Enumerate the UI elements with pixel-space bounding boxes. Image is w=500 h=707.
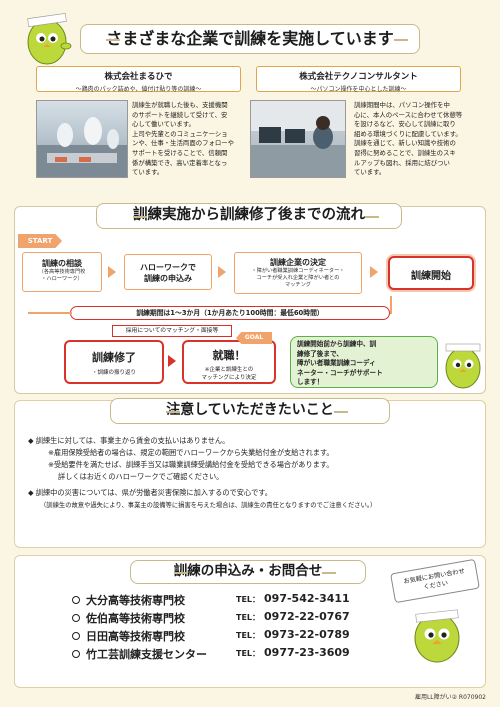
contact-tel[interactable]: TEL：0977-23-3609: [236, 646, 350, 659]
mascot-bird-icon: [445, 343, 481, 389]
company2-name: 株式会社テクノコンサルタント: [299, 72, 418, 82]
section1-title: さまざまな企業で訓練を実施しています: [80, 24, 420, 54]
step1-label: 訓練の相談: [42, 259, 82, 268]
notice-line-4: 詳しくはお近くのハローワークでご確認ください。: [58, 472, 224, 481]
section4-title: 訓練の申込み・お問合せ: [130, 560, 366, 584]
notice-line-2: ※雇用保険受給者の場合は、規定の範囲でハローワークから失業給付金が支給されます。: [48, 448, 334, 457]
contact-tel[interactable]: TEL：0972-22-0767: [236, 610, 350, 623]
circle-icon: [72, 614, 80, 622]
company1-subtitle: ～鶏肉のパック詰めや、値付け貼り等の訓練～: [75, 86, 202, 93]
flow-step-company-decision: 訓練企業の決定 ・障がい者職業訓練コーディネーター・ コーチが受入れ企業と障がい…: [234, 252, 362, 294]
circle-icon: [72, 650, 80, 658]
company2-photo: [250, 100, 346, 178]
circle-icon: [72, 596, 80, 604]
step6-sub1: ※企業と訓練生との: [204, 367, 254, 373]
step3-label: 訓練企業の決定: [270, 258, 326, 267]
company2-description: 訓練期間中は、パソコン操作を中心に、本人のペースに合わせて休憩等 を設けるなど、…: [354, 101, 463, 177]
start-label: START: [18, 234, 62, 248]
step2-label1: ハローワークで: [140, 263, 196, 272]
company1-photo: [36, 100, 128, 178]
arrow-right-icon: [168, 355, 176, 367]
section2-title: 訓練実施から訓練修了後までの流れ: [96, 203, 402, 229]
company1-name: 株式会社まるひで: [104, 72, 173, 82]
step5-sub: ・訓練の振り返り: [91, 370, 136, 376]
contact-row: 竹工芸訓練支援センター: [72, 646, 207, 662]
company1-description: 訓練生が就職した後も、支援機関のサポートを継続して受けて、安 心して働いています…: [132, 101, 235, 177]
notice-line-5: ◆ 訓練中の災害については、県が労働者災害保険に加入するので安心です。: [28, 488, 272, 497]
step6-sub2: マッチングにより決定: [201, 375, 257, 381]
matching-label: 採用についてのマッチング・面接等: [112, 325, 232, 337]
section2-title-text: 訓練実施から訓練修了後までの流れ: [133, 207, 365, 223]
step1-sub2: ・ハローワーク）: [41, 276, 83, 282]
step2-label2: 訓練の申込み: [144, 274, 192, 283]
mascot-bird-icon: [27, 13, 72, 65]
notice-line-6: （訓練生の故意や過失により、事業主の設備等に損害を与えた場合は、訓練生の責任とな…: [40, 502, 377, 509]
footer-code: 雇用LL障がい② R070902: [414, 694, 486, 701]
flow-step-employment: 就職！ ※企業と訓練生との マッチングにより決定: [182, 340, 276, 384]
flow-step-application: ハローワークで 訓練の申込み: [124, 254, 212, 290]
contact-row: 佐伯高等技術専門校: [72, 610, 185, 626]
flow-step-training-complete: 訓練修了 ・訓練の振り返り: [64, 340, 164, 384]
flow-step-training-start: 訓練開始: [388, 256, 474, 290]
company2-subtitle: ～パソコン操作を中心とした訓練～: [310, 86, 407, 93]
contact-row: 日田高等技術専門校: [72, 628, 185, 644]
section4-title-text: 訓練の申込み・お問合せ: [173, 563, 323, 579]
company1-header: 株式会社まるひで ～鶏肉のパック詰めや、値付け貼り等の訓練～: [36, 66, 241, 93]
section1-title-text: さまざまな企業で訓練を実施しています: [106, 29, 394, 48]
step3-sub3: マッチング: [285, 282, 311, 288]
period-connector-left: [28, 312, 72, 314]
step5-label: 訓練修了: [92, 351, 136, 364]
arrow-right-icon: [108, 266, 116, 278]
circle-icon: [72, 632, 80, 640]
mascot-bird-icon: [414, 609, 460, 663]
arrow-right-icon: [218, 266, 226, 278]
step3-sub1: ・障がい者職業訓練コーディネーター・: [251, 268, 345, 274]
notice-section-frame: [14, 400, 486, 548]
contact-tel[interactable]: TEL：097-542-3411: [236, 592, 350, 605]
section3-title: 注意していただきたいこと: [110, 398, 390, 424]
contact-row: 大分高等技術専門校: [72, 592, 185, 608]
contact-tel[interactable]: TEL：0973-22-0789: [236, 628, 350, 641]
step6-label: 就職！: [212, 349, 246, 362]
section3-title-text: 注意していただきたいこと: [166, 402, 334, 418]
arrow-right-icon: [370, 266, 378, 278]
company2-header: 株式会社テクノコンサルタント ～パソコン操作を中心とした訓練～: [256, 66, 461, 93]
flow-step-consultation: 訓練の相談 （各高等技術専門校 ・ハローワーク）: [22, 252, 102, 292]
period-connector-right: [390, 296, 392, 314]
goal-label: GOAL: [236, 332, 272, 344]
step1-sub1: （各高等技術専門校: [38, 269, 86, 275]
notice-line-3: ※受給要件を満たせば、訓練手当又は職業訓練受講給付金を受給できる場合があります。: [48, 460, 334, 469]
step3-sub2: コーチが受入れ企業と障がい者との: [256, 275, 340, 281]
notice-line-1: ◆ 訓練生に対しては、事業主から賃金の支払いはありません。: [28, 436, 230, 445]
training-period-bar: 訓練期間は1～3か月（1か月あたり100時間：最低60時間）: [70, 306, 390, 320]
support-speech-bubble: 訓練開始前から訓練中、訓練修了後まで、 障がい者職業訓練コーディネーター・コーチ…: [290, 336, 438, 388]
step4-label: 訓練開始: [411, 271, 451, 282]
